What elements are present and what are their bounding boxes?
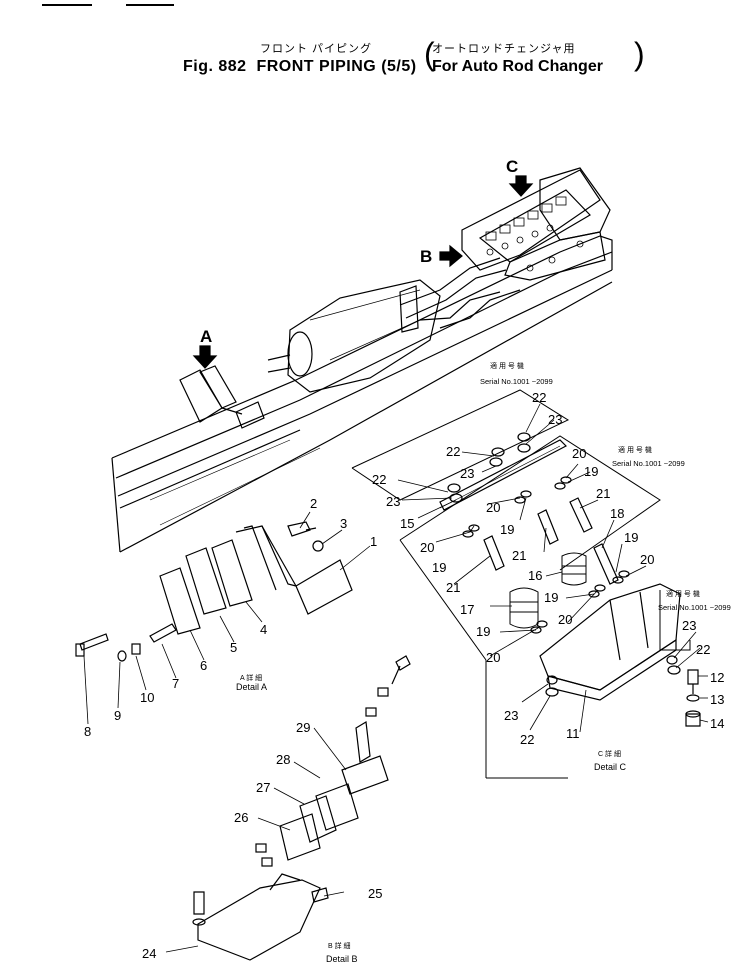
part-label-18: 18 (610, 506, 624, 521)
page-title: Fig. 882 FRONT PIPING (5/5) (183, 58, 417, 76)
part-label-25: 25 (368, 886, 382, 901)
boom-frame (111, 235, 613, 553)
detail-b-caption-jp: B 詳 細 (328, 941, 351, 950)
front-piping (399, 257, 521, 333)
part-label-28: 28 (276, 752, 290, 767)
part-label-19d: 19 (624, 530, 638, 545)
serial-note-3: Serial No.1001 ~2099 (658, 603, 731, 612)
detail-b-caption: Detail B (326, 954, 358, 964)
hydraulic-cylinder (267, 279, 441, 393)
detail-a-parts (75, 521, 353, 662)
serial-note-1: Serial No.1001 ~2099 (480, 377, 553, 386)
open-paren: ( (424, 36, 435, 72)
view-marker-b: B (420, 247, 432, 266)
leader-lines (83, 403, 709, 953)
part-label-11: 11 (566, 726, 580, 741)
figure-subtitle: For Auto Rod Changer (432, 58, 603, 75)
part-label-20f: 20 (486, 650, 500, 665)
serial-note-3-jp: 適 用 号 機 (666, 589, 700, 598)
part-label-19a: 19 (584, 464, 598, 479)
part-label-21a: 21 (596, 486, 610, 501)
part-label-20b: 20 (486, 500, 500, 515)
top-edge-mark-left (42, 4, 92, 6)
part-label-23c: 23 (386, 494, 400, 509)
title-japanese-right: オートロッドチェンジャ用 (432, 43, 576, 55)
part-label-23e: 23 (504, 708, 518, 723)
part-label-9: 9 (114, 708, 121, 723)
valve-block-assembly (461, 167, 611, 281)
part-label-29: 29 (296, 720, 310, 735)
part-label-4: 4 (260, 622, 267, 637)
part-label-2: 2 (310, 496, 317, 511)
part-label-7: 7 (172, 676, 179, 691)
part-label-21b: 21 (512, 548, 526, 563)
part-label-12: 12 (710, 670, 724, 685)
view-marker-a: A (200, 327, 212, 346)
serial-note-2: Serial No.1001 ~2099 (612, 459, 685, 468)
view-arrows (192, 175, 534, 369)
detail-a-caption: Detail A (236, 682, 267, 692)
part-label-22b: 22 (446, 444, 460, 459)
part-label-22d: 22 (696, 642, 710, 657)
part-label-19b: 19 (500, 522, 514, 537)
detail-c-caption: Detail C (594, 762, 627, 772)
part-label-16: 16 (528, 568, 542, 583)
part-label-26: 26 (234, 810, 248, 825)
serial-note-2-jp: 適 用 号 機 (618, 445, 652, 454)
figure-number: Fig. 882 (183, 58, 247, 75)
part-label-27: 27 (256, 780, 270, 795)
part-label-8: 8 (84, 724, 91, 739)
part-label-23a: 23 (548, 412, 562, 427)
part-label-22c: 22 (372, 472, 386, 487)
part-label-24: 24 (142, 946, 156, 961)
part-label-22e: 22 (520, 732, 534, 747)
close-paren: ) (634, 36, 645, 72)
part-label-13: 13 (710, 692, 724, 707)
part-label-5: 5 (230, 640, 237, 655)
part-label-20d: 20 (640, 552, 654, 567)
part-label-15: 15 (400, 516, 414, 531)
detail-c-caption-jp: C 詳 細 (598, 749, 621, 758)
part-label-3: 3 (340, 516, 347, 531)
part-label-1: 1 (370, 534, 377, 549)
part-label-10: 10 (140, 690, 154, 705)
detail-c-boundary (351, 389, 691, 779)
part-label-19c: 19 (432, 560, 446, 575)
top-edge-mark-right (126, 4, 174, 6)
part-label-22a: 22 (532, 390, 546, 405)
part-label-17: 17 (460, 602, 474, 617)
part-label-21c: 21 (446, 580, 460, 595)
part-label-20a: 20 (572, 446, 586, 461)
detail-b-parts (192, 655, 411, 961)
bracket-a-on-boom (179, 365, 265, 429)
title-japanese-left: フロント パイピング (260, 43, 373, 55)
detail-c-parts (439, 432, 701, 727)
part-label-23d: 23 (682, 618, 696, 633)
part-label-19f: 19 (476, 624, 490, 639)
part-label-20c: 20 (420, 540, 434, 555)
part-label-19e: 19 (544, 590, 558, 605)
part-label-20e: 20 (558, 612, 572, 627)
serial-note-1-jp: 適 用 号 機 (490, 361, 524, 370)
part-label-23b: 23 (460, 466, 474, 481)
part-label-14: 14 (710, 716, 724, 731)
detail-a-caption-jp: A 詳 細 (240, 673, 262, 682)
part-label-6: 6 (200, 658, 207, 673)
figure-title: FRONT PIPING (5/5) (256, 58, 417, 75)
view-marker-c: C (506, 157, 518, 176)
